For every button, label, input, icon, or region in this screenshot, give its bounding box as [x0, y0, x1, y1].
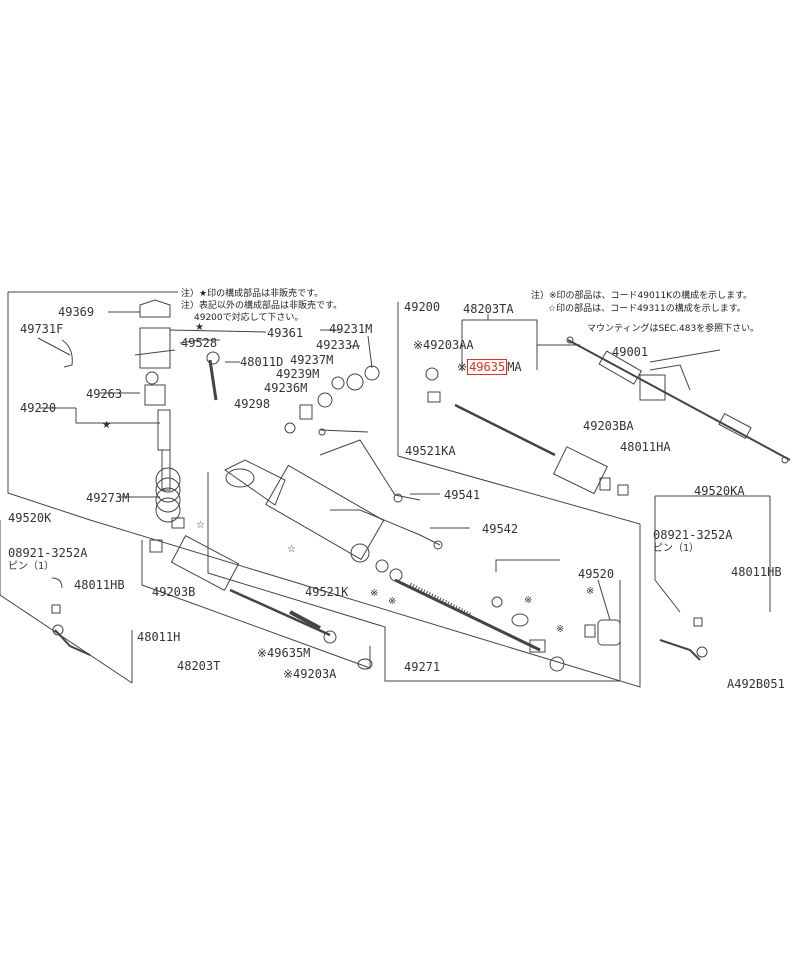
right-mount-bushing — [584, 619, 621, 646]
part-label-49231M: 49231M — [329, 322, 373, 336]
ref-mark: ※ — [457, 360, 468, 374]
part-label-49521K: 49521K — [305, 585, 349, 599]
part-label-49203B: 49203B — [152, 585, 196, 599]
rack-housing — [224, 428, 443, 563]
left-tie-rod-end — [51, 577, 91, 656]
pinion-shaft — [155, 409, 185, 529]
part-label-48011H: 48011H — [137, 630, 181, 644]
part-label-49203A: ※49203A — [283, 667, 337, 681]
ref-mark-4: ※ — [556, 624, 564, 635]
part-label-49520KA: 49520KA — [694, 484, 745, 498]
part-label-48011HB-left: 48011HB — [74, 578, 125, 592]
note-right-2: ☆印の部品は、コード49311の構成を示します。 — [548, 304, 746, 314]
part-label-49271: 49271 — [404, 660, 441, 674]
pin-label-left: ピン（1） — [8, 561, 55, 572]
part-label-08921-right: 08921-3252A — [653, 528, 733, 542]
part-label-49528: 49528 — [181, 336, 218, 350]
pin-label-right: ピン（1） — [653, 543, 700, 554]
note-right-1: 注）※印の部品は、コード49011Kの構成を示します。 — [531, 291, 753, 301]
pinion-housing — [61, 299, 380, 434]
ref-mark-5: ※ — [586, 586, 594, 597]
part-label-49635M: ※49635M — [257, 646, 311, 660]
mini-steering-diagram — [566, 336, 791, 464]
note-left-3: 49200で対応して下さい。 — [194, 313, 304, 323]
part-label-49237M: 49237M — [290, 353, 334, 367]
white-star-mark-2: ☆ — [287, 544, 296, 555]
part-label-49200: 49200 — [404, 300, 441, 314]
part-label-49542: 49542 — [482, 522, 519, 536]
part-label-49731F: 49731F — [20, 322, 64, 336]
highlighted-part-number: 49635 — [467, 359, 508, 375]
part-label-48011HB-right: 48011HB — [731, 565, 782, 579]
ref-mark-1: ※ — [370, 588, 378, 599]
part-label-49520: 49520 — [578, 567, 615, 581]
rack-bar — [375, 559, 565, 672]
diagram-code: A492B051 — [727, 677, 785, 691]
frame-line — [7, 292, 641, 688]
right-tie-rod — [425, 367, 629, 496]
note-right-3: マウンティングはSEC.483を参照下さい。 — [587, 324, 760, 334]
star-mark: ★ — [195, 322, 204, 333]
star-mark-2: ★ — [102, 420, 111, 431]
left-tie-rod — [170, 534, 373, 670]
part-label-49001: 49001 — [612, 345, 649, 359]
left-mount-bushing — [149, 539, 163, 553]
part-label-49361: 49361 — [267, 326, 304, 340]
part-suffix: MA — [507, 360, 522, 374]
right-tie-rod-end — [659, 617, 708, 661]
part-label-49521KA: 49521KA — [405, 444, 456, 458]
note-left-2: 注）表記以外の構成部品は非販売です。 — [181, 301, 343, 311]
part-label-49263: 49263 — [86, 387, 123, 401]
part-label-48203T: 48203T — [177, 659, 221, 673]
part-label-49541: 49541 — [444, 488, 481, 502]
part-label-49298: 49298 — [234, 397, 271, 411]
part-label-48203TA: 48203TA — [463, 302, 514, 316]
part-label-49369: 49369 — [58, 305, 95, 319]
part-label-49520K: 49520K — [8, 511, 52, 525]
part-label-49236M: 49236M — [264, 381, 308, 395]
part-label-49203BA: 49203BA — [583, 419, 634, 433]
part-label-48011D: 48011D — [240, 355, 284, 369]
part-label-48011HA: 48011HA — [620, 440, 671, 454]
ref-mark-2: ※ — [388, 596, 396, 607]
ref-mark-3: ※ — [524, 595, 532, 606]
part-label-49203AA: ※49203AA — [413, 338, 474, 352]
part-label-49220: 49220 — [20, 401, 57, 415]
part-label-49239M: 49239M — [276, 367, 320, 381]
part-label-49273M: 49273M — [86, 491, 130, 505]
note-left-1: 注）★印の構成部品は非販売です。 — [181, 289, 324, 299]
part-label-08921-left: 08921-3252A — [8, 546, 88, 560]
white-star-mark: ☆ — [196, 520, 205, 531]
left-subframe — [141, 540, 371, 669]
part-label-49233A: 49233A — [316, 338, 360, 352]
